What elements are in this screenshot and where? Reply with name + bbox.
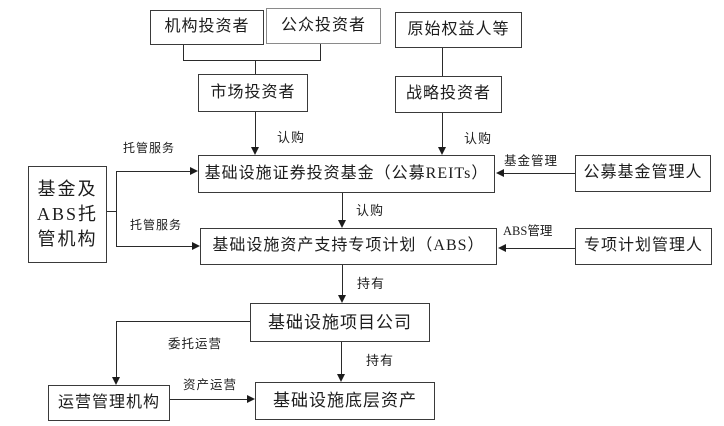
node-project-company: 基础设施项目公司: [250, 303, 430, 342]
edge-label-subscribe-abs: 认购: [356, 200, 385, 219]
edge-reits-to-abs: [342, 193, 343, 221]
edge-label-fund-management: 基金管理: [504, 150, 559, 169]
edge-custodian-branch: [116, 171, 117, 247]
edge-project-to-underlying: [341, 342, 342, 375]
edge-custodian-stub: [107, 211, 116, 212]
arrowhead-strategic-to-reits: [438, 147, 446, 155]
edge-fundmgr-to-reits: [504, 173, 575, 174]
node-public-investors: 公众投资者: [266, 8, 381, 44]
edge-custodian-to-reits: [116, 171, 191, 172]
arrowhead-market-to-reits: [251, 147, 259, 155]
edge-project-to-operator-h: [116, 321, 250, 322]
edge-label-custody-service-bottom: 托管服务: [130, 216, 183, 233]
edge-merge-horizontal: [183, 60, 321, 61]
node-institutional-investors: 机构投资者: [150, 10, 264, 45]
node-strategic-investors: 战略投资者: [395, 76, 502, 113]
edge-institutional-down: [183, 45, 184, 61]
node-custodian: 基金及 ABS托 管机构: [28, 166, 107, 263]
edge-abs-to-project: [342, 265, 343, 296]
edge-public-down: [320, 44, 321, 61]
edge-label-subscribe-market: 认购: [277, 127, 306, 146]
arrowhead-project-to-operator: [112, 377, 120, 385]
arrowhead-reits-to-abs: [338, 220, 346, 228]
edge-strategic-to-reits: [442, 113, 443, 149]
arrowhead-custodian-to-abs: [192, 242, 200, 250]
edge-custodian-to-abs: [116, 246, 192, 247]
edge-merge-to-market: [255, 60, 256, 74]
arrowhead-project-to-underlying: [337, 374, 345, 382]
arrowhead-abs-to-project: [338, 295, 346, 303]
node-operation-manager: 运营管理机构: [48, 385, 170, 421]
edge-label-asset-operation: 资产运营: [183, 374, 238, 393]
node-plan-manager: 专项计划管理人: [575, 228, 712, 265]
node-market-investors: 市场投资者: [198, 74, 308, 112]
arrowhead-operator-to-underlying: [247, 395, 255, 403]
arrowhead-custodian-to-reits: [190, 167, 198, 175]
edge-project-to-operator-v: [116, 321, 117, 378]
node-fund-manager: 公募基金管理人: [575, 155, 711, 192]
edge-market-to-reits: [255, 112, 256, 149]
edge-label-abs-management: ABS管理: [503, 220, 553, 239]
node-original-rights-holders: 原始权益人等: [395, 12, 522, 48]
arrowhead-fundmgr-to-reits: [496, 169, 504, 177]
edge-operator-to-underlying: [170, 399, 247, 400]
edge-original-to-strategic: [442, 48, 443, 76]
edge-label-hold-project: 持有: [366, 350, 395, 369]
edge-label-hold-abs: 持有: [357, 273, 386, 292]
arrowhead-planmgr-to-abs: [498, 244, 506, 252]
edge-label-subscribe-strategic: 认购: [464, 128, 493, 147]
node-underlying-assets: 基础设施底层资产: [255, 382, 435, 420]
edge-planmgr-to-abs: [506, 248, 575, 249]
node-abs-plan: 基础设施资产支持专项计划（ABS）: [200, 228, 497, 265]
node-reits-fund: 基础设施证券投资基金（公募REITs）: [198, 155, 495, 193]
edge-label-entrusted-operation: 委托运营: [168, 333, 223, 352]
edge-label-custody-service-top: 托管服务: [123, 139, 176, 156]
